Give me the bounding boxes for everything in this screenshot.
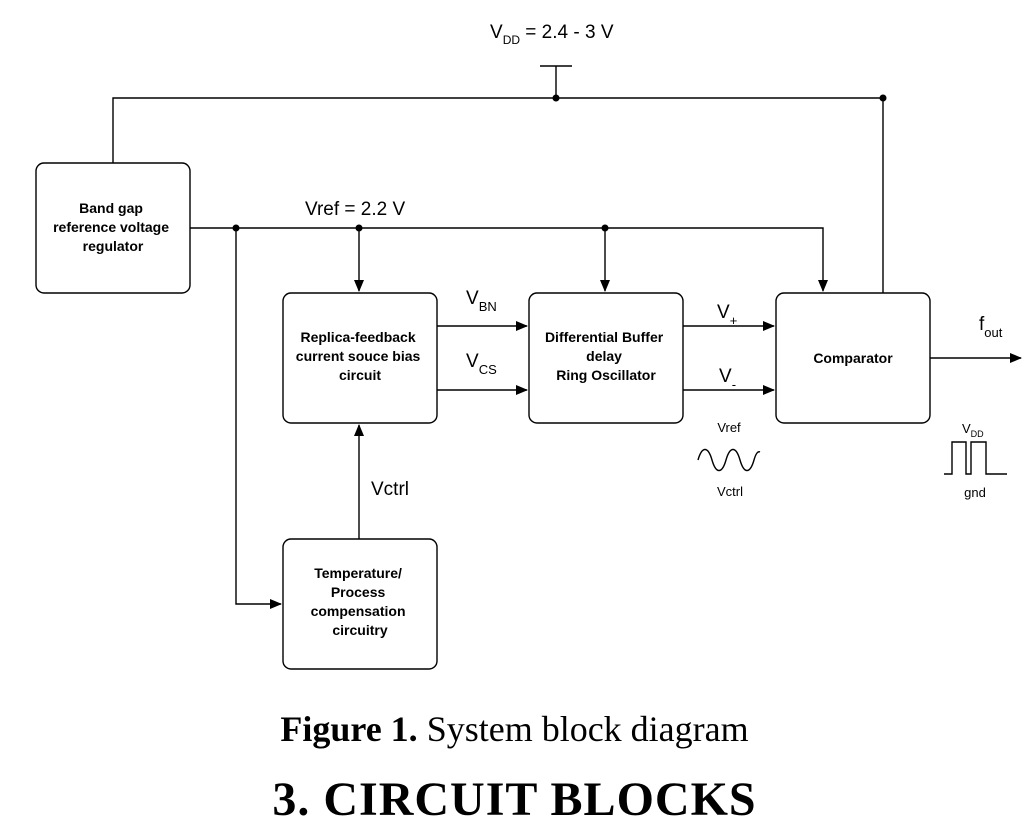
temperature-label: Temperature/ Process compensation circui… [311,565,410,638]
figure-caption-text: System block diagram [417,709,749,749]
section-heading: 3. CIRCUIT BLOCKS [272,773,757,826]
vplus-label: V+ [717,302,737,328]
vref-label: Vref = 2.2 V [305,199,405,220]
figure-caption-number: Figure 1. [280,709,418,749]
vdd-comparator-dot [879,94,887,102]
square-bottom-label: gnd [964,485,986,500]
replica-label: Replica-feedback current souce bias circ… [296,329,424,383]
supply-label: VDD = 2.4 - 3 V [490,22,614,47]
bandgap-label: Band gap reference voltage regulator [53,200,173,254]
fout-label: fout [979,314,1003,340]
vminus-label: V- [719,366,736,392]
vcs-label: VCS [466,351,497,377]
ring-oscillator-block [528,292,684,424]
square-top-label: VDD [962,421,984,439]
vref-to-temp-arrow [235,228,282,609]
vctrl-label: Vctrl [371,479,409,500]
sine-wave-icon [697,448,761,472]
vref-rail [190,227,828,292]
temperature-block [282,538,438,670]
sine-top-label: Vref [717,420,741,435]
replica-block [282,292,438,424]
sine-bottom-label: Vctrl [717,484,743,499]
square-wave-icon [944,441,1007,475]
comparator-label: Comparator [813,350,893,366]
ring-oscillator-label: Differential Buffer delay Ring Oscillato… [545,329,667,383]
figure-caption: Figure 1. System block diagram [0,708,1029,750]
vbn-label: VBN [466,288,497,314]
vdd-rail [112,97,884,293]
